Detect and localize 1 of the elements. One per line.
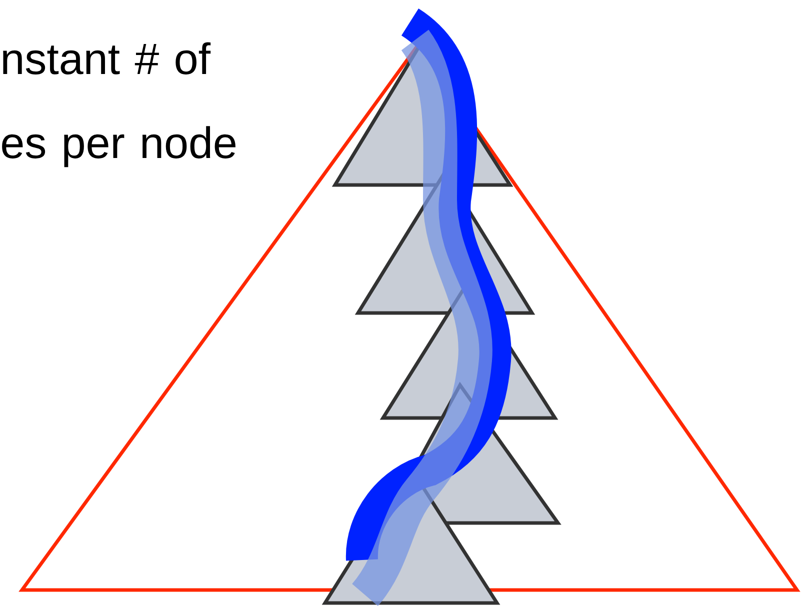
slide-text: nstant # of es per node [2,42,236,168]
